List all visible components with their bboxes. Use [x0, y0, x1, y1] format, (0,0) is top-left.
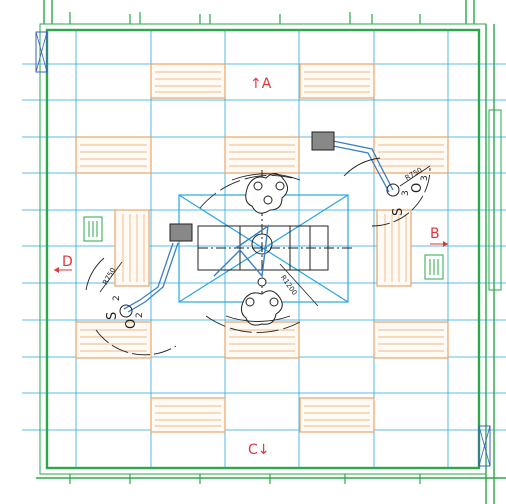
swing-arcs — [85, 157, 431, 356]
station-label-s3-subscript: 3 — [401, 190, 411, 196]
direction-label-b: B — [430, 226, 440, 242]
direction-label-d: D — [62, 254, 73, 270]
marker-right — [424, 254, 444, 280]
dimension-lines — [99, 165, 431, 307]
station-label-s3: S — [391, 208, 406, 216]
center-linkage — [213, 224, 269, 278]
origin-label-o2-subscript: 2 — [135, 312, 145, 318]
origin-label-o3-subscript: 3 — [420, 175, 430, 181]
left-arm-joint — [119, 304, 133, 318]
station-label-s2-subscript: 2 — [112, 295, 122, 301]
pad-mid-right-vertical — [376, 209, 412, 287]
pad-top-left — [150, 63, 226, 99]
pad-upper-right — [373, 136, 449, 174]
right-arm-head — [311, 131, 335, 151]
center-clamp-bottom — [240, 277, 283, 326]
green-markers — [83, 216, 444, 280]
pad-upper-left — [75, 136, 152, 174]
pad-hatching — [80, 71, 444, 427]
pad-bottom-right — [299, 397, 375, 433]
pad-top-right — [299, 63, 375, 99]
left-arm-head — [169, 223, 193, 242]
pad-bottom-left — [150, 397, 226, 433]
pad-mid-left-vertical — [114, 209, 150, 287]
station-label-s2: S — [105, 312, 120, 320]
right-arm-joint — [386, 183, 400, 197]
origin-label-o2: O — [124, 319, 139, 329]
left-arm — [123, 242, 179, 313]
wall-outline — [35, 0, 506, 504]
pad-lower-right — [373, 321, 449, 359]
pad-lower-left — [75, 321, 152, 359]
right-arm — [332, 140, 394, 193]
origin-label-o3: O — [410, 183, 425, 193]
arrow-b-head — [443, 241, 448, 247]
arrow-d-head — [54, 267, 59, 273]
marker-left — [83, 216, 103, 242]
pad-group — [75, 63, 449, 433]
direction-label-a: ↑A — [250, 76, 272, 92]
direction-label-c: C↓ — [248, 442, 270, 458]
pad-upper-center — [224, 136, 300, 174]
center-clamp-top — [245, 173, 288, 214]
